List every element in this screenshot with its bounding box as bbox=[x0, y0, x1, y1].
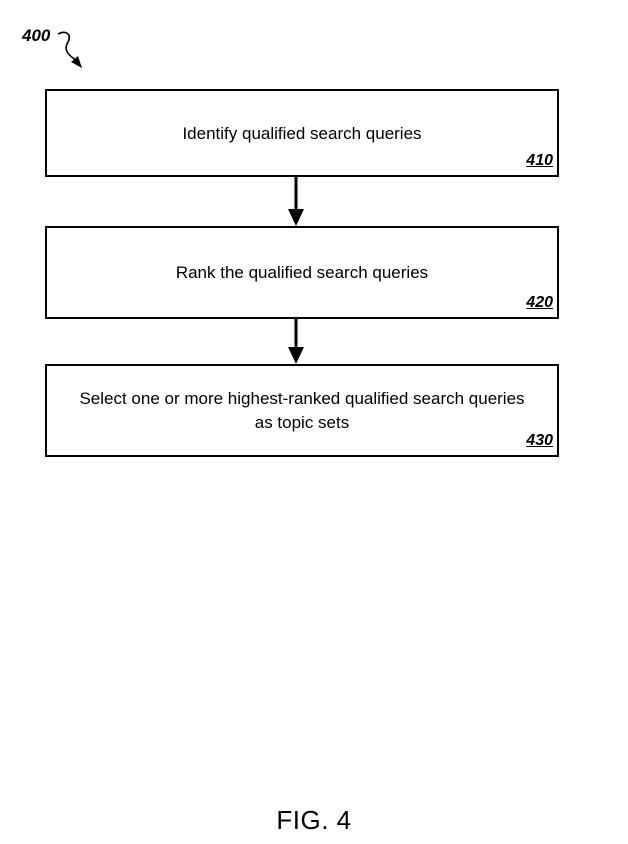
figure-label: FIG. 4 bbox=[276, 805, 352, 835]
step-box-420: Rank the qualified search queries 420 bbox=[45, 226, 559, 319]
step-number-430: 430 bbox=[526, 432, 553, 449]
step-number-410: 410 bbox=[526, 152, 553, 169]
step-text-430: Select one or more highest-ranked qualif… bbox=[79, 389, 525, 432]
reference-pointer-arrow-icon bbox=[57, 31, 82, 68]
step-text-420: Rank the qualified search queries bbox=[175, 263, 429, 282]
connector-arrow-420-430 bbox=[288, 319, 304, 364]
step-box-410: Identify qualified search queries 410 bbox=[45, 89, 559, 177]
connector-arrow-410-420 bbox=[288, 177, 304, 226]
diagram-reference-numeral: 400 bbox=[22, 26, 51, 45]
step-text-410: Identify qualified search queries bbox=[182, 124, 422, 143]
step-box-430: Select one or more highest-ranked qualif… bbox=[45, 364, 559, 457]
step-number-420: 420 bbox=[526, 294, 553, 311]
